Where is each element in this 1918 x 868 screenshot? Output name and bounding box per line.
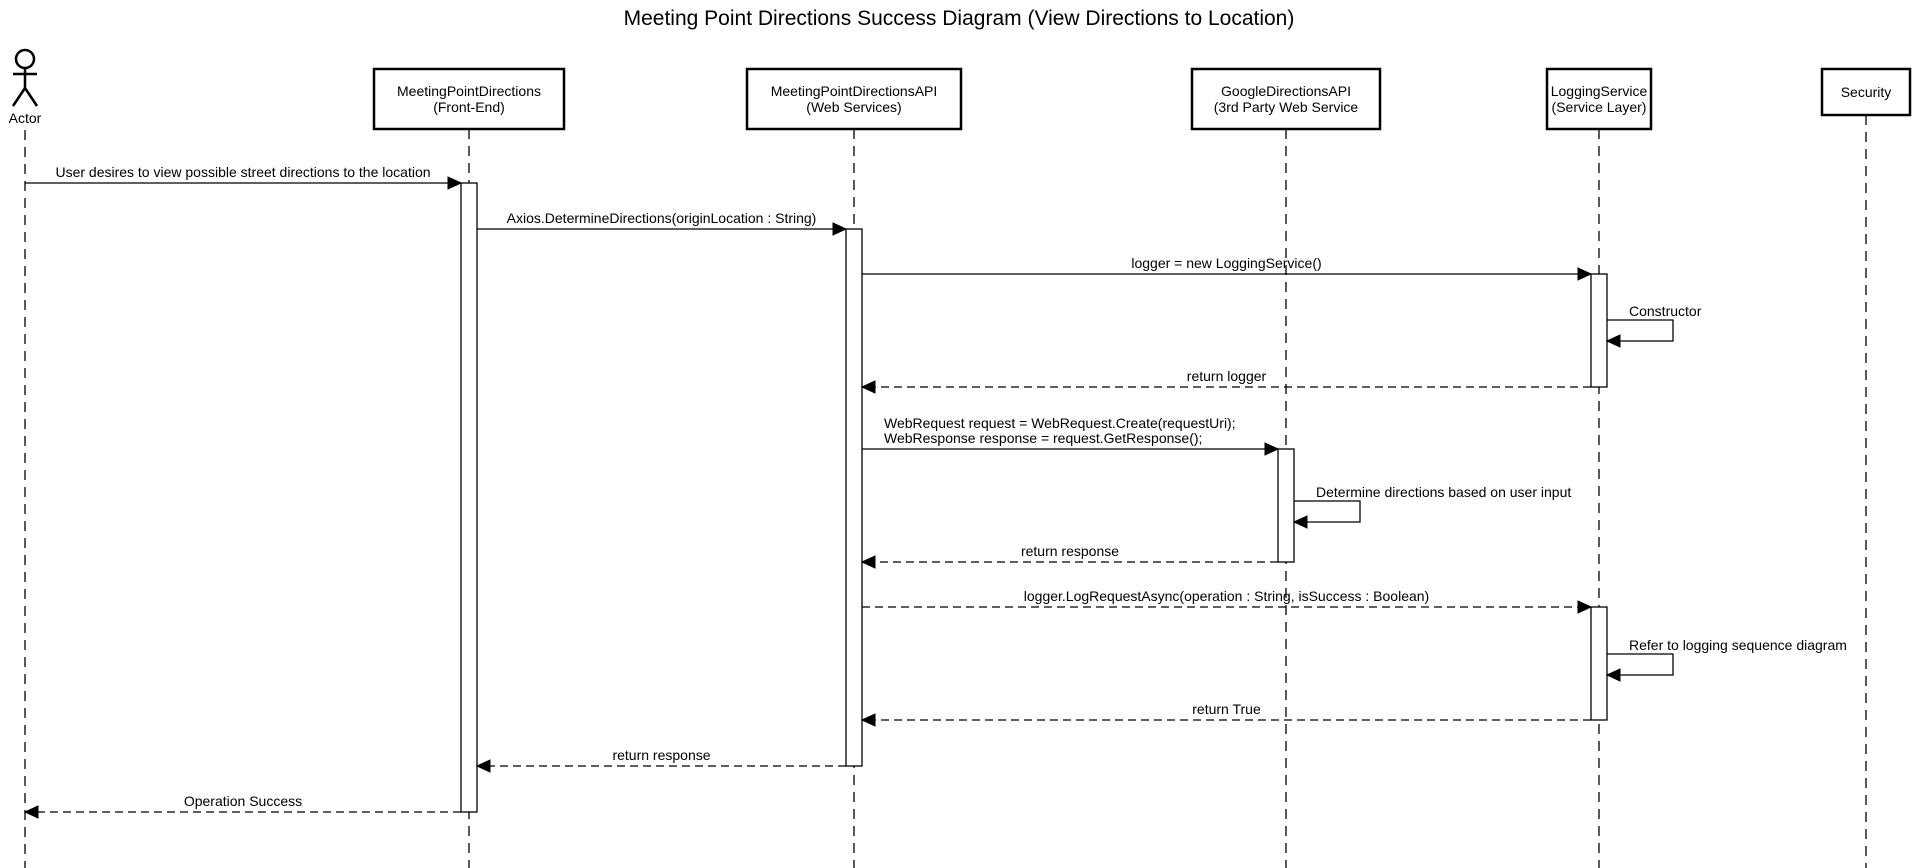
message-1: User desires to view possible street dir…	[25, 164, 463, 190]
participant-label: MeetingPointDirections	[397, 83, 541, 99]
arrowhead	[860, 713, 876, 727]
activation-bar-api	[845, 228, 863, 767]
participant-logging: LoggingService(Service Layer)	[1545, 67, 1653, 131]
participant-box	[745, 67, 963, 131]
participant-label: (Web Services)	[806, 99, 901, 115]
participant-label: Security	[1841, 84, 1892, 100]
self-call-line	[1294, 500, 1361, 523]
participant-api: MeetingPointDirectionsAPI(Web Services)	[745, 67, 963, 131]
participant-label: (Service Layer)	[1552, 99, 1647, 115]
diagram-title: Meeting Point Directions Success Diagram…	[624, 7, 1295, 30]
message-label: logger = new LoggingService()	[1131, 255, 1321, 271]
participant-box	[372, 67, 566, 131]
participant-label: (3rd Party Web Service	[1214, 99, 1359, 115]
message-9: logger.LogRequestAsync(operation : Strin…	[862, 588, 1593, 614]
message-label: WebRequest request = WebRequest.Create(r…	[884, 415, 1236, 431]
actor-label: Actor	[9, 110, 42, 126]
message-label: Constructor	[1629, 303, 1702, 319]
self-call-line	[1607, 653, 1674, 676]
message-label: return True	[1192, 701, 1261, 717]
arrowhead	[1605, 668, 1621, 682]
arrowhead	[475, 759, 491, 773]
message-6: WebRequest request = WebRequest.Create(r…	[862, 415, 1280, 456]
participant-box	[1545, 67, 1653, 131]
arrowhead	[447, 176, 463, 190]
message-7: Determine directions based on user input	[1292, 484, 1571, 529]
actor-head	[14, 48, 36, 70]
participant-label: LoggingService	[1551, 83, 1648, 99]
arrowhead	[23, 805, 39, 819]
activation-bar-logging	[1590, 606, 1608, 721]
activation-bar-google	[1277, 448, 1295, 563]
message-5: return logger	[860, 368, 1591, 394]
arrowhead	[1605, 334, 1621, 348]
message-4: Constructor	[1605, 303, 1702, 348]
message-label: return response	[612, 747, 710, 763]
activation-bar-logging	[1590, 273, 1608, 388]
participant-label: (Front-End)	[433, 99, 505, 115]
message-label: return response	[1021, 543, 1119, 559]
participant-frontend: MeetingPointDirections(Front-End)	[372, 67, 566, 131]
participant-security: Security	[1820, 67, 1912, 117]
message-label: logger.LogRequestAsync(operation : Strin…	[1024, 588, 1429, 604]
arrowhead	[860, 380, 876, 394]
arrowhead	[860, 555, 876, 569]
actor-leg-left	[11, 87, 27, 107]
message-label: Determine directions based on user input	[1316, 484, 1571, 500]
arrowhead	[832, 222, 848, 236]
message-13: Operation Success	[23, 793, 461, 819]
message-label: return logger	[1187, 368, 1267, 384]
participant-google: GoogleDirectionsAPI(3rd Party Web Servic…	[1190, 67, 1382, 131]
message-label: User desires to view possible street dir…	[55, 164, 430, 180]
message-label: Operation Success	[184, 793, 302, 809]
arrowhead	[1264, 442, 1280, 456]
actor-leg-right	[23, 87, 39, 107]
arrowhead	[1292, 515, 1308, 529]
participant-box	[1820, 67, 1912, 117]
message-10: Refer to logging sequence diagram	[1605, 637, 1847, 682]
arrowhead	[1577, 267, 1593, 281]
arrowhead	[1577, 600, 1593, 614]
message-label: WebResponse response = request.GetRespon…	[884, 430, 1202, 446]
message-2: Axios.DetermineDirections(originLocation…	[477, 210, 848, 236]
participant-box	[1190, 67, 1382, 131]
message-8: return response	[860, 543, 1278, 569]
message-label: Refer to logging sequence diagram	[1629, 637, 1847, 653]
participant-label: MeetingPointDirectionsAPI	[771, 83, 938, 99]
message-11: return True	[860, 701, 1591, 727]
message-3: logger = new LoggingService()	[862, 255, 1593, 281]
message-12: return response	[475, 747, 846, 773]
message-label: Axios.DetermineDirections(originLocation…	[507, 210, 817, 226]
actor-figure: Actor	[9, 48, 42, 126]
self-call-line	[1607, 319, 1674, 342]
participant-label: GoogleDirectionsAPI	[1221, 83, 1351, 99]
activation-bar-frontend	[460, 182, 478, 813]
